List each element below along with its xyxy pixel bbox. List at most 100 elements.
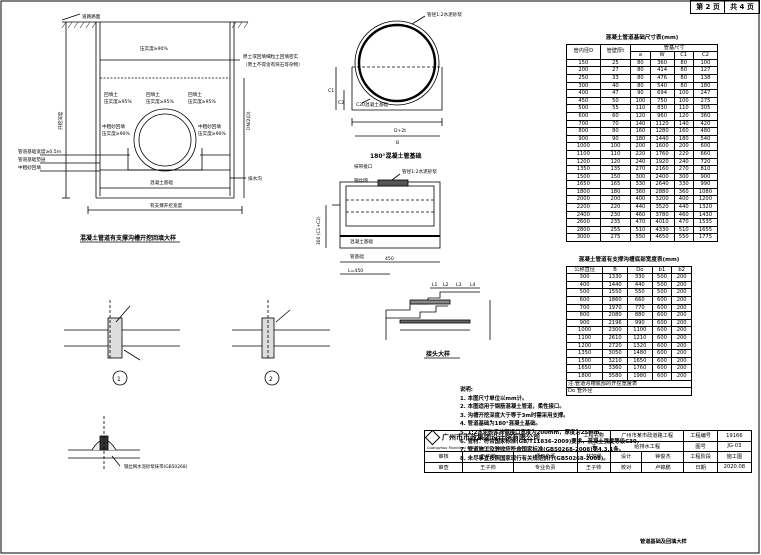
pm-label: 项目负责 — [512, 451, 578, 463]
table-cell: 110 — [673, 104, 694, 113]
table-cell: 160 — [673, 127, 694, 136]
table-cell: 540 — [692, 134, 719, 144]
table-cell: 3520 — [649, 203, 675, 212]
table-cell: 500 — [651, 273, 673, 282]
table-cell: 300 — [565, 273, 604, 282]
table-cell: 4330 — [649, 225, 675, 235]
table-cell: 600 — [651, 356, 673, 366]
table-header-cell: B — [602, 265, 628, 275]
table-cell: 660 — [692, 149, 719, 159]
joint-label-pipe-base: 管基础 — [350, 253, 364, 260]
label-side-fill-right: 回填土 — [188, 91, 202, 98]
label-existing-ground: 道路路面 — [82, 13, 101, 20]
table-cell: 2080 — [602, 311, 628, 320]
table-cell: 1200 — [565, 341, 604, 351]
table-cell: 240 — [630, 157, 651, 167]
sub-project-name: 给排水工程 — [609, 440, 685, 452]
table-cell: 500 — [651, 288, 673, 297]
table-cell: 1320 — [626, 341, 653, 351]
table-cell: 600 — [651, 364, 673, 373]
table-cell: 400 — [630, 195, 651, 205]
label-bedding-note-1: 管道基础宽度≥0.5m — [18, 148, 62, 155]
table-cell: 500 — [651, 280, 673, 290]
table-cell: 200 — [671, 303, 692, 313]
stage-label: 工程阶段 — [683, 451, 718, 463]
table-cell: 110 — [630, 104, 651, 113]
table-cell: 55 — [599, 104, 632, 113]
check-label: 审查 — [423, 461, 464, 473]
stage-value: 施工图 — [716, 451, 753, 463]
table-cell: 2600 — [566, 218, 601, 227]
table-cell: 1500 — [565, 356, 604, 366]
label-bedding-note-2: 管道基础垫层 — [18, 156, 46, 163]
table-cell: 1100 — [565, 333, 604, 343]
table-cell: 900 — [692, 172, 719, 182]
table-cell: 127 — [692, 66, 719, 75]
project-no: 19166 — [716, 430, 753, 442]
table-cell: 100 — [673, 89, 694, 98]
table-cell: 3050 — [602, 349, 628, 358]
table-cell: 235 — [599, 218, 632, 227]
base180-dim-b: B — [396, 140, 399, 146]
table-cell: 80 — [599, 127, 632, 136]
table-cell: 1200 — [692, 195, 719, 205]
table-cell: 247 — [692, 89, 719, 98]
table-cell: 140 — [630, 119, 651, 129]
table-cell: 600 — [651, 303, 673, 313]
table-cell: 80 — [673, 66, 694, 75]
table1-head-c2: C2 — [692, 51, 719, 60]
table-cell: 2300 — [602, 326, 628, 335]
table-cell: 1800 — [566, 187, 601, 197]
table-cell: 3000 — [566, 233, 601, 243]
table-cell: 2400 — [566, 210, 601, 220]
table-header-cell: Do — [626, 265, 653, 275]
table-cell: 460 — [673, 210, 694, 220]
joint-detail-l4: L4 — [470, 282, 476, 288]
trench-title: 混凝土管道有支撑沟槽开挖回填大样 — [80, 234, 176, 242]
table1-head-d: 管内径D — [566, 43, 601, 60]
table-cell: 150 — [599, 172, 632, 182]
table-cell: 1200 — [566, 157, 601, 167]
table-cell: 330 — [630, 180, 651, 189]
company-logo-icon — [425, 431, 441, 445]
table-cell: 830 — [649, 104, 675, 113]
table-cell: 770 — [626, 303, 653, 313]
table-cell: 230 — [599, 210, 632, 220]
table1-head-t: 管壁厚t — [599, 43, 632, 60]
table-cell: 140 — [673, 119, 694, 129]
label-sand-fill-right: 中粗砂回填 — [198, 123, 221, 130]
joint-detail-title: 接头大样 — [425, 350, 450, 358]
table-cell: 80 — [630, 66, 651, 75]
table-cell: 1650 — [565, 364, 604, 373]
figure-no-label: 图号 — [683, 440, 718, 452]
table-cell: 880 — [626, 311, 653, 320]
table-cell: 70 — [599, 119, 632, 129]
table-cell: 330 — [673, 180, 694, 189]
table-cell: 180 — [599, 187, 632, 197]
table-cell: 50 — [599, 96, 632, 106]
company-name: 广州市市政集团设计院有限公司 — [442, 433, 540, 441]
table-cell: 300 — [566, 81, 601, 91]
checker-label: 校对 — [609, 461, 643, 473]
table-cell: 255 — [599, 225, 632, 235]
detail-1-number: 1 — [117, 376, 121, 383]
table-cell: 420 — [692, 119, 719, 129]
table-cell: 275 — [599, 233, 632, 243]
specialist-name: 王子帅 — [576, 461, 611, 473]
table-cell: 60 — [599, 111, 632, 121]
table-cell: 2720 — [602, 341, 628, 351]
table-cell: 1350 — [565, 349, 604, 358]
table2-caption: 混凝土管道有支撑沟槽底部宽度表(mm) — [578, 257, 680, 263]
label-depth: DN/2(D) — [246, 111, 252, 130]
